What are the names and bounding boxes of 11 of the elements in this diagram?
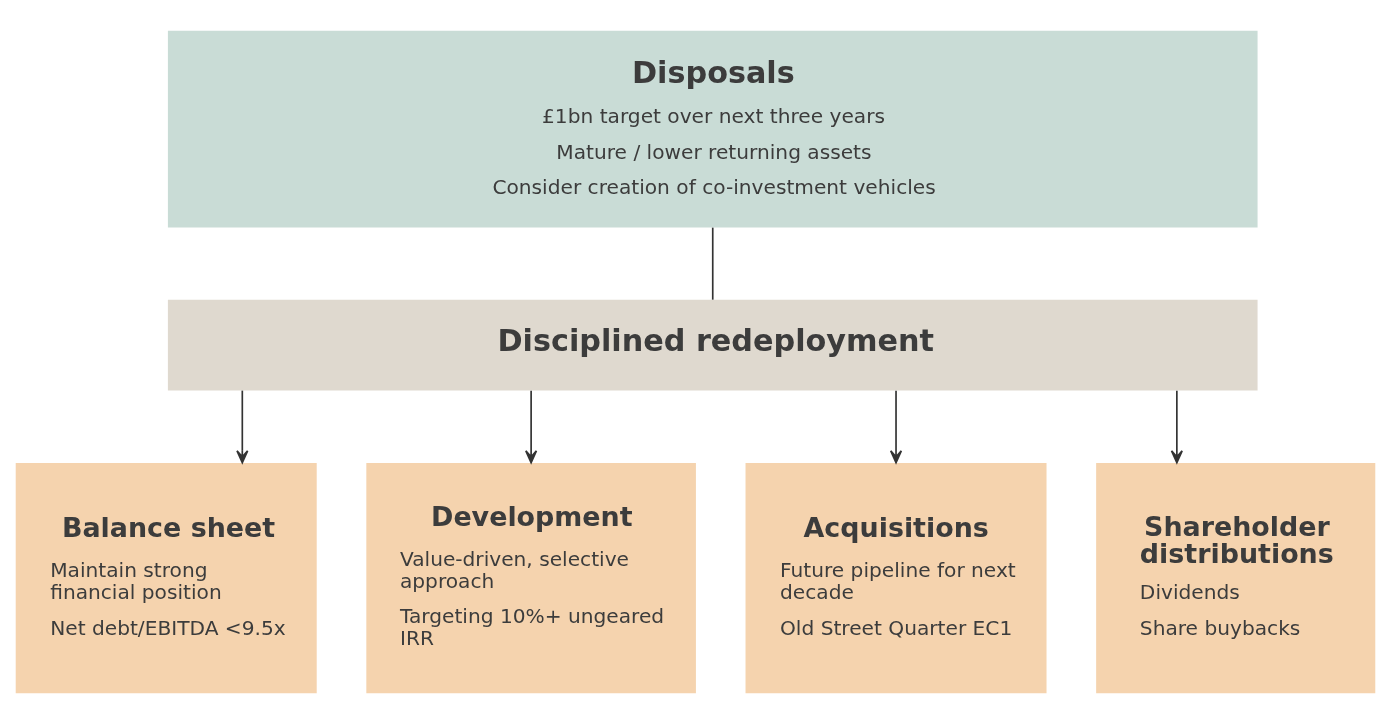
- node-box: Acquisitions Future pipeline for next decade Old Street Quarter EC1: [745, 462, 1047, 694]
- arrow: [1170, 389, 1183, 464]
- node-box: Shareholder distributions Dividends Share buybacks: [1096, 462, 1376, 694]
- node-box: Development Value-driven, selective approach Targeting 10%+ ungeared IRR: [366, 462, 696, 694]
- arrow: [889, 389, 903, 464]
- arrow: [525, 389, 538, 464]
- arrow: [236, 389, 249, 464]
- node-box: Balance sheet Maintain strong financial position Net debt/EBITDA <9.5x: [15, 462, 317, 694]
- connector: [711, 226, 714, 301]
- node-box: Disposals £1bn target over next three years Mature / lower returning assets Consider creation of co-investment vehicles: [167, 30, 1258, 228]
- node-box: Disciplined redeployment: [167, 299, 1258, 391]
